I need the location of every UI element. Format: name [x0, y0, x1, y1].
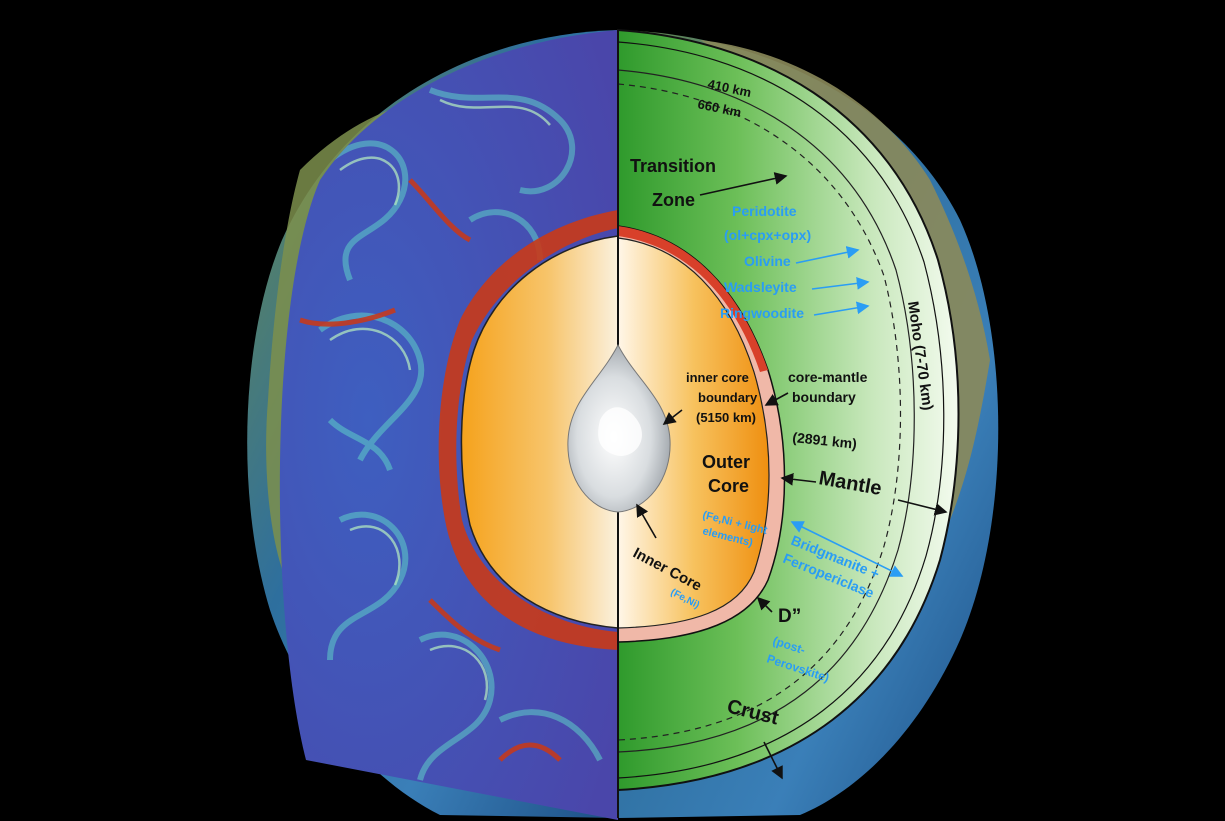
label-icb-2: boundary — [698, 390, 758, 405]
label-icb-1: inner core — [686, 370, 749, 385]
label-transition-2: Zone — [652, 190, 695, 210]
label-ringwoodite: Ringwoodite — [720, 305, 804, 321]
label-cmb-1: core-mantle — [788, 369, 868, 385]
label-icb-3: (5150 km) — [696, 410, 756, 425]
label-dpp: D” — [778, 606, 801, 627]
label-peridotite-1: Peridotite — [732, 203, 797, 219]
label-olivine: Olivine — [744, 253, 791, 269]
label-peridotite-2: (ol+cpx+opx) — [724, 227, 811, 243]
label-wadsleyite: Wadsleyite — [724, 279, 797, 295]
label-outer-core-2: Core — [708, 476, 749, 496]
label-cmb-2: boundary — [792, 389, 856, 405]
label-transition-1: Transition — [630, 156, 716, 176]
label-outer-core-1: Outer — [702, 452, 750, 472]
